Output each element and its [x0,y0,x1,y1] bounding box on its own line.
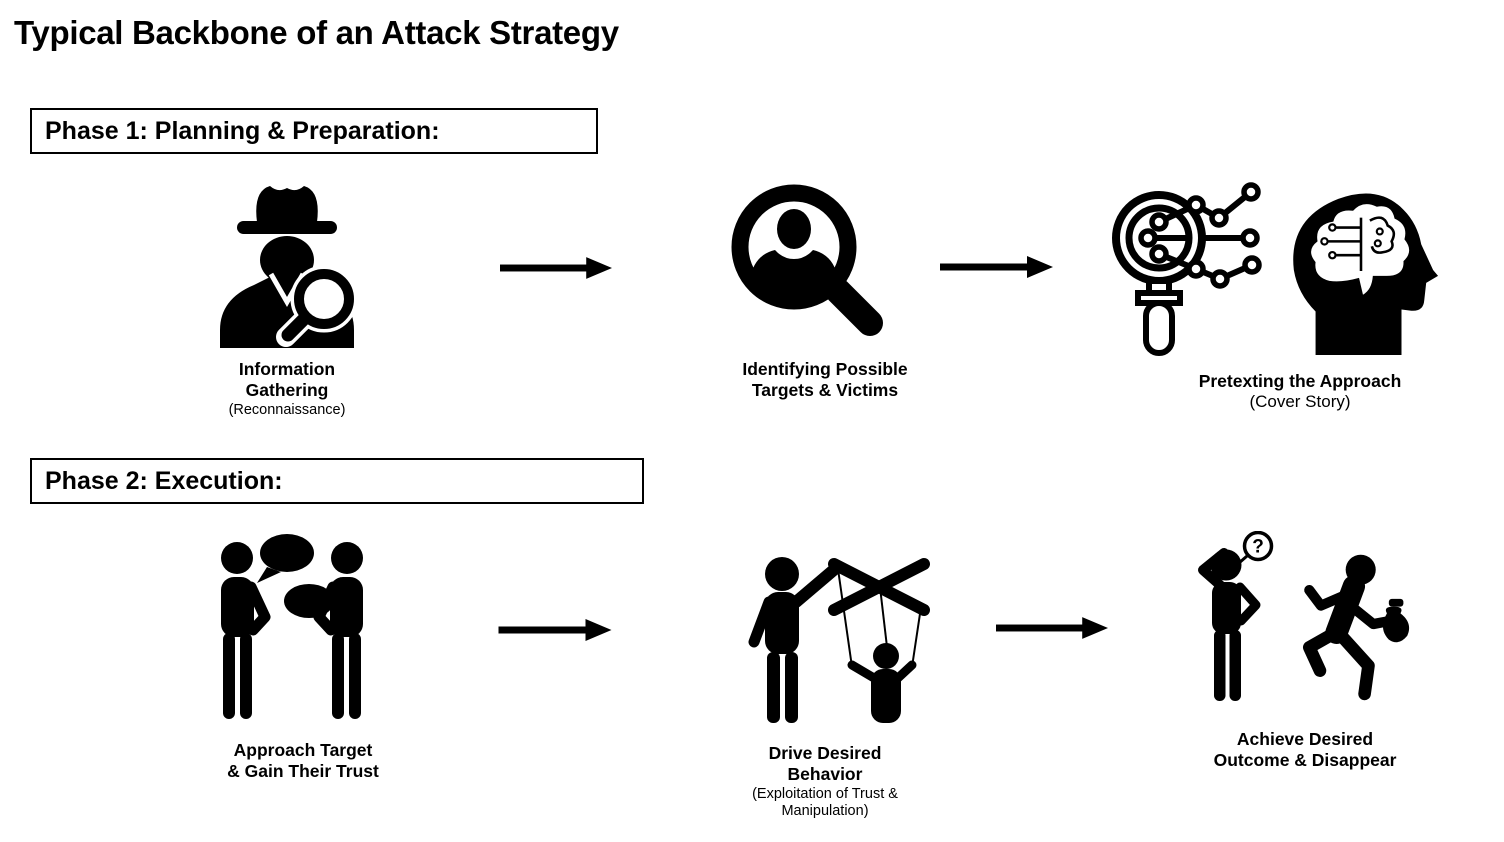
step-title: Pretexting the Approach [1198,371,1402,391]
step-title: Drive Desired Behavior [768,743,882,785]
arrow-right-icon [500,257,612,279]
arrow-right-icon [940,256,1053,278]
step-label-pretexting: Pretexting the Approach (Cover Story) [1140,371,1460,413]
confused-person-question-icon: ? [1198,531,1274,701]
step-label-information-gathering: Information Gathering (Reconnaissance) [147,359,427,419]
spy-magnifier-icon [220,186,358,348]
step-label-approach-target: Approach Target & Gain Their Trust [163,740,443,783]
step-title: Achieve Desired Outcome & Disappear [1213,729,1397,771]
step-subtitle: (Exploitation of Trust & Manipulation) [752,785,898,820]
arrow-right-icon [498,619,612,641]
step-title: Approach Target & Gain Their Trust [227,740,379,782]
phase-2-header: Phase 2: Execution: [30,458,644,504]
step-label-drive-behavior: Drive Desired Behavior (Exploitation of … [675,743,975,820]
step-label-identifying-targets: Identifying Possible Targets & Victims [675,359,975,402]
two-people-talking-icon [221,534,363,719]
phase-1-header: Phase 1: Planning & Preparation: [30,108,598,154]
step-title: Identifying Possible Targets & Victims [742,359,908,401]
question-mark-glyph: ? [1252,537,1264,558]
step-subtitle: (Cover Story) [1249,392,1351,412]
phase-2-label: Phase 2: Execution: [45,466,283,495]
magnifier-data-network-icon [1112,182,1262,356]
head-circuit-brain-icon [1293,193,1439,355]
step-subtitle: (Reconnaissance) [228,401,346,418]
phase-1-label: Phase 1: Planning & Preparation: [45,116,440,145]
arrow-right-icon [996,617,1108,639]
puppeteer-marionette-icon [748,557,930,723]
page-title: Typical Backbone of an Attack Strategy [14,14,619,51]
step-label-achieve-outcome: Achieve Desired Outcome & Disappear [1145,729,1465,772]
step-title: Information Gathering [238,359,336,401]
running-thief-icon [1302,554,1410,701]
magnifier-person-icon [731,184,883,336]
